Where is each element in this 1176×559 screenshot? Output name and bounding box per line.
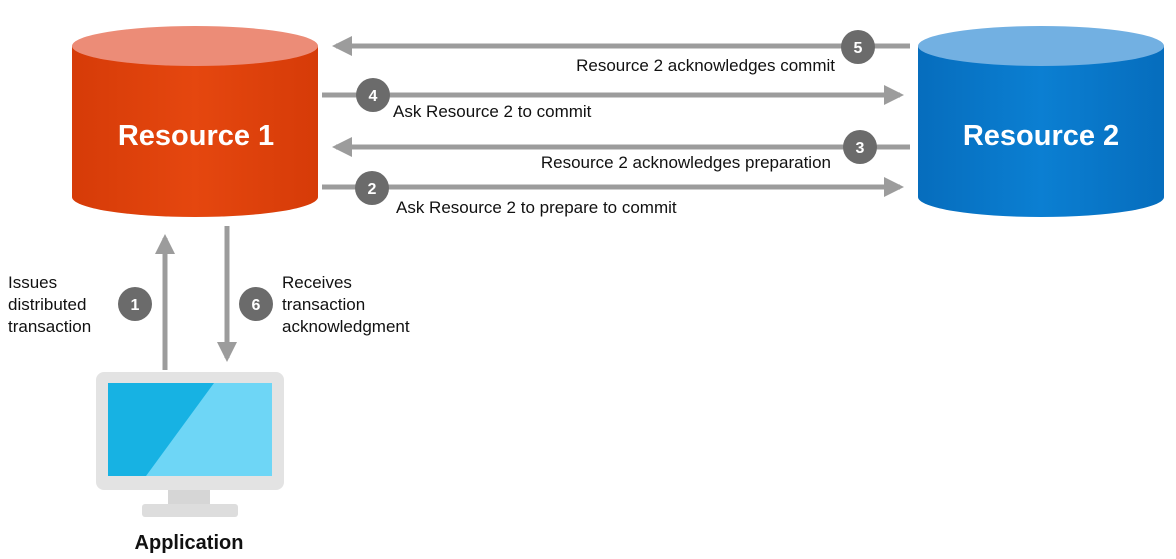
application-label: Application	[135, 532, 244, 554]
step-2-number: 2	[368, 181, 377, 198]
step-6-group: 6 Receives transaction acknowledgment	[217, 226, 410, 362]
step-6-label-line-1: Receives	[282, 273, 352, 292]
step-6-label-line-3: acknowledgment	[282, 317, 410, 336]
step-5-label: Resource 2 acknowledges commit	[576, 56, 835, 75]
step-6-number: 6	[252, 297, 261, 314]
step-4-badge	[356, 78, 390, 112]
resource-2-top	[918, 26, 1164, 66]
step-5-group: 5 Resource 2 acknowledges commit	[332, 30, 910, 75]
resource-2-label: Resource 2	[963, 120, 1119, 152]
step-1-group: 1 Issues distributed transaction	[8, 234, 175, 370]
step-1-number: 1	[131, 297, 140, 314]
step-6-badge	[239, 287, 273, 321]
step-5-number: 5	[854, 40, 863, 57]
step-2-group: 2 Ask Resource 2 to prepare to commit	[322, 171, 904, 217]
step-4-number: 4	[369, 88, 378, 105]
resource-2-body	[918, 46, 1164, 217]
resource-1-body	[72, 46, 318, 217]
resource-1-label: Resource 1	[118, 120, 274, 152]
application-monitor-icon	[96, 372, 284, 517]
resource-1-top	[72, 26, 318, 66]
step-3-number: 3	[856, 140, 865, 157]
resource-1-cylinder: Resource 1	[72, 26, 318, 217]
step-4-label: Ask Resource 2 to commit	[393, 102, 592, 121]
step-1-label-line-2: distributed	[8, 295, 86, 314]
step-1-badge	[118, 287, 152, 321]
resource-2-cylinder: Resource 2	[918, 26, 1164, 217]
step-2-label: Ask Resource 2 to prepare to commit	[396, 198, 677, 217]
step-5-badge	[841, 30, 875, 64]
monitor-screen-left	[108, 383, 214, 476]
step-4-group: 4 Ask Resource 2 to commit	[322, 78, 904, 121]
step-1-label-line-3: transaction	[8, 317, 91, 336]
monitor-stand	[142, 504, 238, 517]
monitor-neck	[168, 490, 210, 504]
step-3-badge	[843, 130, 877, 164]
step-2-badge	[355, 171, 389, 205]
step-3-group: 3 Resource 2 acknowledges preparation	[332, 130, 910, 172]
step-3-label: Resource 2 acknowledges preparation	[541, 153, 831, 172]
step-6-label-line-2: transaction	[282, 295, 365, 314]
step-1-label-line-1: Issues	[8, 273, 57, 292]
